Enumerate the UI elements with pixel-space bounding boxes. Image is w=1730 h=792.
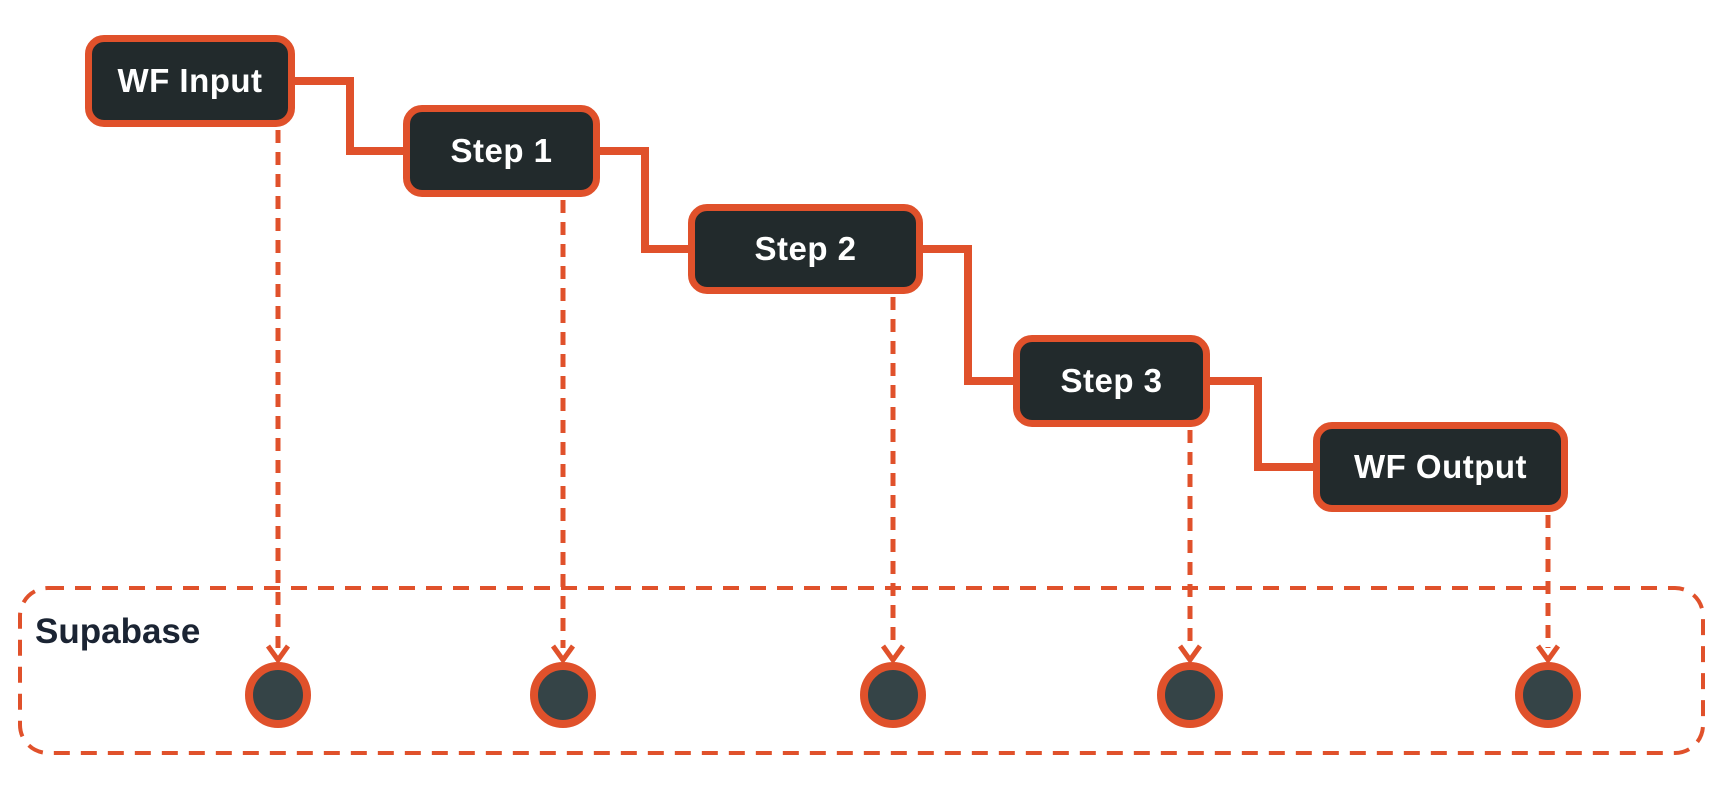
db-node-circle-3 — [860, 662, 926, 728]
supabase-label: Supabase — [35, 612, 201, 651]
arrowhead-icon — [1535, 644, 1561, 665]
arrowhead-icon — [265, 644, 291, 665]
node-wf-output-label: WF Output — [1353, 448, 1528, 485]
db-node-circle-4 — [1157, 662, 1223, 728]
arrowhead-icon — [880, 644, 906, 665]
supabase-container-border — [18, 586, 1705, 755]
node-step-3: Step 3 — [1013, 335, 1210, 427]
db-node-circle-2 — [530, 662, 596, 728]
node-step-2-label: Step 2 — [754, 230, 857, 267]
arrowhead-icon — [550, 644, 576, 665]
dashed-link-wfoutput-db — [1535, 515, 1561, 665]
dashed-link-step1-db — [550, 200, 576, 665]
node-step-2: Step 2 — [688, 204, 923, 294]
connector-wfinput-step1 — [295, 77, 403, 155]
dashed-link-wfinput-db — [265, 130, 291, 665]
connector-step1-step2 — [600, 147, 688, 253]
connector-step2-step3 — [923, 245, 1013, 385]
arrowhead-icon — [1177, 644, 1203, 665]
node-step-1-label: Step 1 — [450, 132, 553, 169]
connector-step3-wfoutput — [1210, 377, 1313, 471]
dashed-link-step3-db — [1177, 430, 1203, 665]
node-step-3-label: Step 3 — [1060, 362, 1163, 399]
db-node-circle-5 — [1515, 662, 1581, 728]
node-step-1: Step 1 — [403, 105, 600, 197]
db-node-circle-1 — [245, 662, 311, 728]
node-wf-input-label: WF Input — [117, 62, 263, 99]
dashed-link-step2-db — [880, 297, 906, 665]
node-wf-output: WF Output — [1313, 422, 1568, 512]
node-wf-input: WF Input — [85, 35, 295, 127]
